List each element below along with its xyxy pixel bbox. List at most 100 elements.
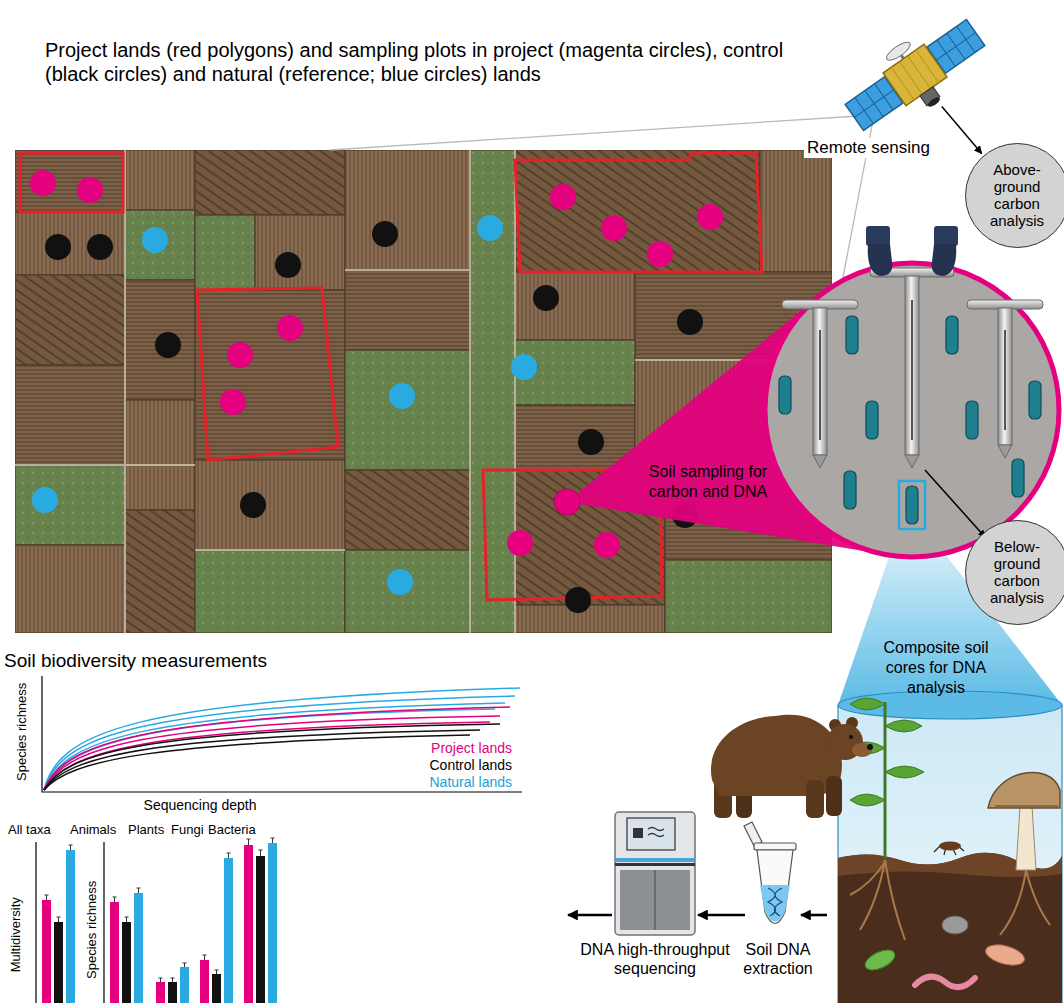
bear <box>711 715 873 818</box>
plant <box>885 766 924 778</box>
satellite <box>835 5 996 147</box>
soil-core <box>966 401 978 439</box>
bar-chart <box>36 842 104 1003</box>
axis-title: Species richness <box>84 881 100 979</box>
field-map <box>515 405 635 470</box>
rarefaction-chart <box>42 676 522 792</box>
sampling-wedge <box>554 489 580 515</box>
soil-column <box>838 705 1062 1003</box>
connector <box>942 107 982 154</box>
soil-column <box>983 941 1026 969</box>
sampling-plot <box>677 309 703 335</box>
sampling-plot <box>601 215 627 241</box>
soil-column-node: Composite soil cores for DNA analysis <box>830 625 1062 1003</box>
field-map <box>345 150 470 270</box>
bar-chart <box>224 858 233 1003</box>
field-map <box>15 212 125 275</box>
caption: Project lands (red polygons) and samplin… <box>45 38 825 86</box>
node-label: DNA high-throughput sequencing <box>580 940 730 978</box>
beetle <box>934 842 964 856</box>
rarefaction-chart <box>44 709 495 790</box>
sequencer-icon <box>654 870 656 930</box>
project-polygon <box>515 153 762 272</box>
tube-icon <box>754 843 796 850</box>
sequencer-icon <box>633 828 643 838</box>
plant <box>885 720 922 732</box>
plot-label: Soil sampling for carbon and DNA <box>643 462 773 502</box>
field-map <box>125 150 195 210</box>
field-map <box>15 465 125 545</box>
field-map <box>195 460 345 550</box>
sequencer-node: DNA high-throughput sequencing <box>615 812 695 935</box>
field-map <box>255 215 345 290</box>
sequencer-icon <box>615 863 695 866</box>
sequencer-icon <box>620 870 690 930</box>
sampling-plot <box>387 569 413 595</box>
bar-chart <box>256 856 265 1003</box>
tube-icon <box>744 822 796 924</box>
bear <box>849 735 853 739</box>
field-map <box>665 560 832 633</box>
connector <box>568 914 612 917</box>
series-label: Project lands <box>431 740 512 757</box>
plant <box>850 794 885 806</box>
series-label: Natural lands <box>430 774 513 791</box>
soil-core <box>866 401 878 439</box>
axis-title: Sequencing depth <box>144 797 257 814</box>
field-map <box>195 290 345 460</box>
hand <box>934 226 958 246</box>
sampling-plot <box>533 285 559 311</box>
soil-column <box>942 916 968 934</box>
field-map <box>345 350 470 470</box>
sampling-plot <box>227 342 253 368</box>
soil-core <box>844 471 856 509</box>
sampling-plot-closeup <box>765 263 1059 557</box>
field-map <box>195 550 345 633</box>
sampling-plot <box>32 215 537 595</box>
sampling-plot <box>550 184 576 210</box>
mushroom <box>995 805 1058 807</box>
rarefaction-chart <box>42 676 522 792</box>
field-map <box>125 400 195 510</box>
bar-chart <box>36 838 277 1003</box>
field-map <box>345 470 470 550</box>
project-polygon <box>20 153 762 600</box>
hand <box>868 244 893 276</box>
hand <box>932 244 957 276</box>
category-label: Fungi <box>171 822 204 838</box>
soil-column <box>838 691 1062 1003</box>
field-map <box>760 150 832 272</box>
projection-line <box>330 115 874 150</box>
projection-line <box>330 115 874 335</box>
hand <box>866 226 890 246</box>
satellite <box>926 96 941 109</box>
sampling-plot <box>511 354 537 380</box>
bar-chart <box>122 922 131 1003</box>
category-label: Animals <box>70 822 116 838</box>
bear <box>826 776 842 816</box>
soil-column <box>838 853 1062 1003</box>
field-map <box>515 272 635 340</box>
sampling-plot <box>372 221 398 247</box>
sampling-plot <box>697 204 723 230</box>
bar-chart <box>134 893 143 1003</box>
rarefaction-chart <box>44 688 520 790</box>
soil-core <box>846 316 858 354</box>
sampling-plot <box>477 215 503 241</box>
bar-chart <box>180 967 189 1003</box>
field-map <box>15 545 125 633</box>
beetle <box>939 842 961 851</box>
mushroom <box>988 772 1060 870</box>
axis-title: Multidiversity <box>8 897 24 972</box>
project-polygon <box>20 153 123 212</box>
rarefaction-chart <box>44 688 520 790</box>
sequencer-icon <box>648 828 664 837</box>
rarefaction-chart <box>44 730 480 790</box>
category-label: All taxa <box>8 822 51 838</box>
field-map <box>195 150 345 215</box>
soil-column <box>1000 870 1050 935</box>
extraction-node: Soil DNA extraction <box>748 832 798 935</box>
field-map <box>470 150 515 633</box>
soil-column <box>915 977 975 987</box>
